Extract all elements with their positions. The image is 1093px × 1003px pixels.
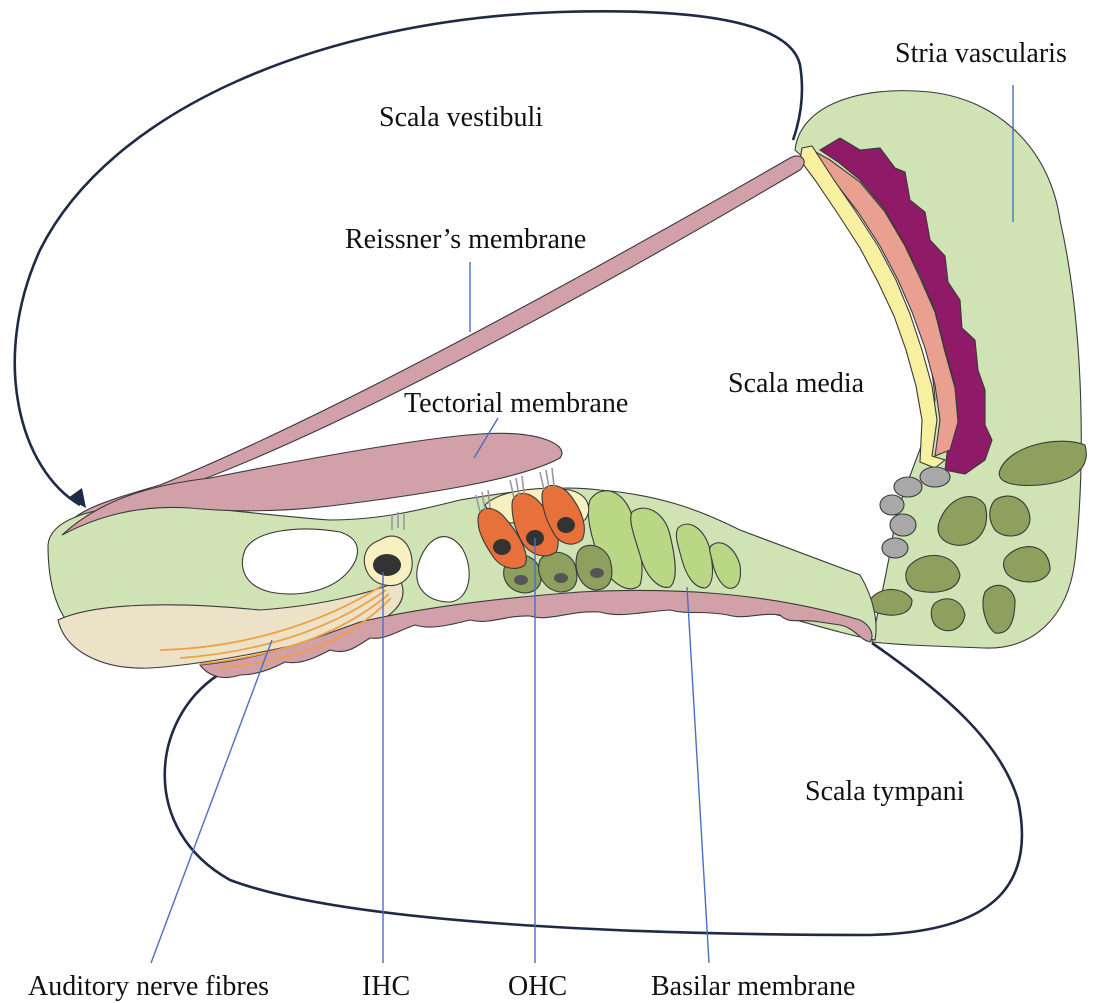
label-stria-vascularis: Stria vascularis <box>895 38 1067 69</box>
deiters-nucleus <box>514 575 528 585</box>
ohc-nucleus <box>557 517 575 533</box>
ligament-cell <box>931 599 965 631</box>
grey-cell <box>880 495 904 515</box>
leader-auditory-nerve-fibres <box>151 640 272 963</box>
label-scala-vestibuli: Scala vestibuli <box>379 102 543 133</box>
ihc-nucleus <box>373 554 401 576</box>
ohc-nucleus <box>493 539 511 555</box>
label-ohc: OHC <box>508 971 567 1002</box>
leader-basilar-membrane <box>687 587 709 963</box>
label-reissners-membrane: Reissner’s membrane <box>345 224 586 255</box>
label-ihc: IHC <box>362 971 410 1002</box>
grey-cell <box>894 477 922 497</box>
label-scala-media: Scala media <box>728 368 865 399</box>
scala-vestibuli-outline <box>15 11 802 505</box>
grey-cell <box>890 514 916 536</box>
label-tectorial-membrane: Tectorial membrane <box>404 388 628 419</box>
deiters-nucleus <box>554 573 568 583</box>
label-auditory-nerve-fibres: Auditory nerve fibres <box>28 971 269 1002</box>
deiters-nucleus <box>590 568 604 578</box>
scala-vestibuli-arrowhead <box>68 488 86 508</box>
label-basilar-membrane: Basilar membrane <box>651 971 855 1002</box>
grey-cell <box>920 467 950 487</box>
grey-cell <box>882 538 908 558</box>
label-scala-tympani: Scala tympani <box>805 776 965 807</box>
